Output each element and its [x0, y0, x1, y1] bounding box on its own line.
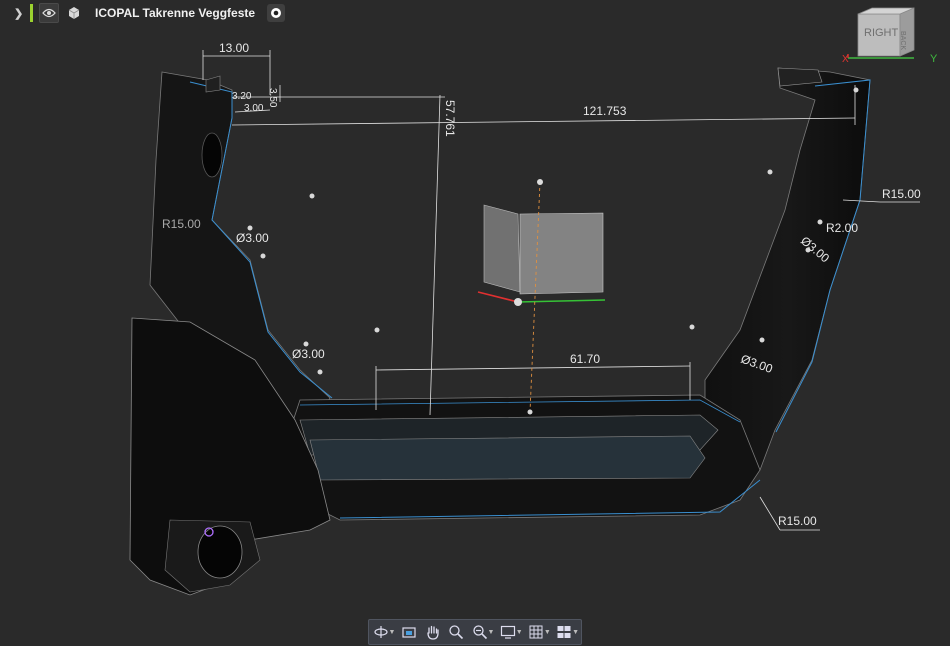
chevron-right-icon[interactable]: ❯	[14, 7, 24, 20]
orbit-icon[interactable]	[371, 622, 391, 642]
eye-icon[interactable]	[39, 3, 59, 23]
dim-3-20[interactable]: 3.20	[232, 91, 252, 102]
axis-y-label: Y	[930, 53, 938, 65]
dim-r-right-top[interactable]: R15.00	[882, 187, 921, 201]
dim-hole-left-top[interactable]: Ø3.00	[236, 231, 269, 245]
component-title[interactable]: ICOPAL Takrenne Veggfeste	[95, 6, 256, 20]
dim-span[interactable]: 121.753	[583, 104, 627, 118]
navigation-toolbar: ▼ ▼ ▼ ▼ ▼	[368, 619, 582, 645]
look-at-icon[interactable]	[399, 622, 419, 642]
sketch-points	[247, 87, 859, 415]
display-dropdown-icon[interactable]: ▼	[515, 628, 523, 636]
dim-r-bottom[interactable]: R15.00	[778, 514, 817, 528]
dim-r2[interactable]: R2.00	[826, 221, 858, 235]
dim-3-00[interactable]: 3.00	[244, 103, 264, 114]
browser-component-row[interactable]: ❯ ICOPAL Takrenne Veggfeste	[0, 0, 294, 26]
dim-r-left[interactable]: R15.00	[162, 217, 201, 231]
origin-planes	[477, 179, 606, 413]
right-bracket-wall	[704, 67, 871, 491]
pan-hand-icon[interactable]	[423, 622, 443, 642]
fit-zoom-icon[interactable]	[470, 622, 490, 642]
zoom-icon[interactable]	[446, 622, 466, 642]
gutter-bottom	[279, 394, 761, 521]
viewports-icon[interactable]	[554, 622, 574, 642]
view-cube-back-label: BACK	[899, 31, 906, 50]
dim-width-top[interactable]: 13.00	[219, 41, 249, 55]
grid-icon[interactable]	[526, 622, 546, 642]
view-cube-right-label: RIGHT	[864, 27, 899, 39]
view-cube-top-face[interactable]	[857, 7, 915, 15]
dim-depth[interactable]: 57.761	[443, 100, 457, 137]
grid-dropdown-icon[interactable]: ▼	[543, 628, 551, 636]
radio-target-icon[interactable]	[267, 4, 286, 22]
dim-hole-left-bottom[interactable]: Ø3.00	[292, 347, 325, 361]
display-settings-icon[interactable]	[498, 622, 518, 642]
fit-dropdown-icon[interactable]: ▼	[487, 628, 495, 636]
axis-x-label: X	[842, 54, 849, 65]
orbit-dropdown-icon[interactable]: ▼	[388, 628, 396, 636]
cube-icon	[65, 4, 83, 22]
dim-3-50[interactable]: 3.50	[267, 88, 278, 108]
viewports-dropdown-icon[interactable]: ▼	[572, 628, 579, 636]
active-indicator	[30, 4, 33, 22]
dimension-lines	[202, 50, 920, 531]
lower-mount-block	[129, 317, 331, 596]
dim-inner[interactable]: 61.70	[570, 352, 600, 366]
view-cube[interactable]: RIGHT BACK X Y	[842, 4, 942, 66]
